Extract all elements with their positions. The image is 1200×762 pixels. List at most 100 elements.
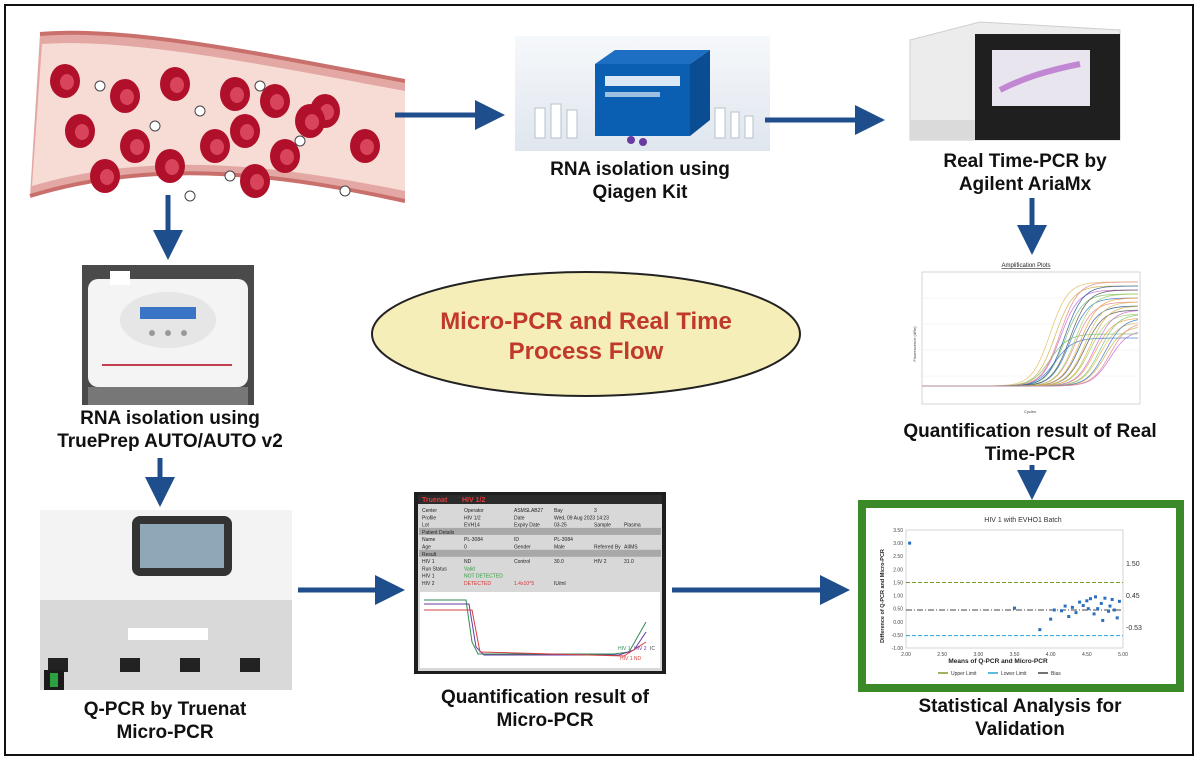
ba-mean-label: 0.45	[1126, 593, 1140, 600]
report-cell: 03-25	[554, 523, 567, 529]
outer-frame	[4, 4, 1194, 756]
qiagen-label-line2: Qiagen Kit	[592, 182, 688, 203]
red-blood-cell	[270, 139, 300, 173]
micro-result-label: Quantification result of Micro-PCR	[400, 686, 690, 732]
virus-particle	[339, 185, 351, 197]
amplification-curve	[922, 324, 1139, 387]
report-cell: Sample	[594, 523, 611, 529]
trueprep-label: RNA isolation using TruePrep AUTO/AUTO v…	[20, 407, 320, 453]
amplification-plot-title: Amplification Plots	[1001, 263, 1050, 269]
stats-label: Statistical Analysis for Validation	[875, 695, 1165, 741]
ba-data-point	[1096, 607, 1100, 611]
qiagen-label-line1: RNA isolation using	[550, 159, 730, 180]
truenat-device-image	[40, 510, 292, 690]
red-blood-cell	[50, 64, 80, 98]
amplification-curve	[922, 309, 1139, 387]
ba-data-point	[1117, 599, 1121, 603]
ba-x-tick: 4.50	[1082, 652, 1092, 658]
ba-data-point	[1099, 601, 1103, 605]
report-cell: 0	[464, 545, 467, 551]
report-legend-hiv1-nd: HIV 1 ND	[620, 656, 642, 662]
ba-data-point	[1092, 612, 1096, 616]
report-cell: Run Status	[422, 566, 447, 572]
ba-xlabel: Means of Q-PCR and Micro-PCR	[948, 658, 1048, 665]
red-blood-cell	[230, 114, 260, 148]
ba-x-tick: 3.00	[973, 652, 983, 658]
red-blood-cell	[295, 104, 325, 138]
ba-y-tick: 3.00	[893, 541, 903, 547]
ariamx-label-line2: Agilent AriaMx	[958, 174, 1092, 195]
agilent-ariamx-image	[900, 20, 1130, 145]
ba-y-tick: -1.00	[892, 646, 904, 652]
virus-particle	[194, 105, 206, 117]
ba-data-point	[1052, 608, 1056, 612]
ba-data-point	[1013, 606, 1016, 610]
ba-data-point	[908, 541, 912, 545]
ba-x-tick: 5.00	[1118, 652, 1128, 658]
report-legend-hiv2: HIV 2	[634, 646, 647, 652]
amplification-plot: Amplification Plots Fluorescence (dRn) C…	[910, 258, 1143, 418]
ba-points	[908, 541, 1121, 632]
report-cell: Gender	[514, 545, 531, 551]
amplification-curves	[922, 281, 1139, 387]
red-blood-cell	[220, 77, 250, 111]
ba-y-tick: 0.00	[893, 620, 903, 626]
report-cell: EVH14	[464, 523, 480, 529]
ariamx-label: Real Time-PCR by Agilent AriaMx	[890, 150, 1160, 196]
report-test: HIV 1/2	[462, 497, 485, 504]
ba-x-tick: 2.00	[901, 652, 911, 658]
stats-label-line2: Validation	[975, 719, 1065, 740]
red-blood-cell	[90, 159, 120, 193]
ba-y-tick: 2.50	[893, 554, 903, 560]
report-cell: DETECTED	[464, 581, 491, 587]
ba-lower-label: -0.53	[1126, 625, 1142, 632]
ba-data-point	[1101, 618, 1105, 622]
ba-y-tick: 2.00	[893, 567, 903, 573]
red-blood-cell	[120, 129, 150, 163]
truenat-label-line1: Q-PCR by Truenat	[83, 699, 247, 720]
ba-y-tick: 1.00	[893, 594, 903, 600]
realtime-result-label-line2: Time-PCR	[984, 444, 1076, 465]
virus-particle	[294, 135, 306, 147]
virus-particle	[184, 190, 196, 202]
virus-particle	[254, 80, 266, 92]
qiagen-kit-image	[515, 36, 770, 151]
report-cell: Expiry Date	[514, 523, 540, 529]
report-cell: Bay	[554, 508, 563, 514]
trueprep-label-line1: RNA isolation using	[80, 408, 260, 429]
ba-data-point	[1081, 604, 1085, 608]
red-blood-cell	[350, 129, 380, 163]
ba-data-point	[1094, 595, 1098, 599]
ba-data-point	[1107, 609, 1111, 613]
ba-data-point	[1088, 597, 1092, 601]
ariamx-label-line1: Real Time-PCR by	[943, 151, 1107, 172]
amplification-curve	[922, 310, 1139, 387]
stats-label-line1: Statistical Analysis for	[918, 696, 1122, 717]
red-blood-cell	[260, 84, 290, 118]
report-cell: ASMSLAB27	[514, 508, 543, 514]
amplification-curve	[922, 327, 1139, 387]
blood-vessel-illustration	[10, 26, 405, 211]
report-cell: 3	[594, 508, 597, 514]
ba-data-point	[1085, 599, 1089, 603]
ba-upper-label: 1.50	[1126, 561, 1140, 568]
report-brand: Truenat	[422, 497, 448, 504]
amplification-curve	[922, 332, 1139, 387]
report-cell: AIIMS	[624, 545, 638, 551]
report-cell: ID	[514, 537, 519, 543]
center-title-ellipse: Micro-PCR and Real Time Process Flow	[368, 268, 804, 400]
qiagen-label: RNA isolation using Qiagen Kit	[500, 158, 780, 204]
report-cell: 30.0	[554, 559, 564, 565]
report-cell: HIV 1	[422, 574, 435, 580]
ba-data-point	[1074, 611, 1078, 615]
report-cell: Center	[422, 508, 437, 514]
ba-data-point	[1110, 597, 1114, 601]
micro-result-label-line2: Micro-PCR	[496, 710, 594, 731]
ba-data-point	[1103, 596, 1107, 600]
report-cell: HIV 1/2	[464, 515, 481, 521]
report-cell: Date	[514, 515, 525, 521]
ba-data-point	[1115, 616, 1119, 620]
red-blood-cell	[200, 129, 230, 163]
